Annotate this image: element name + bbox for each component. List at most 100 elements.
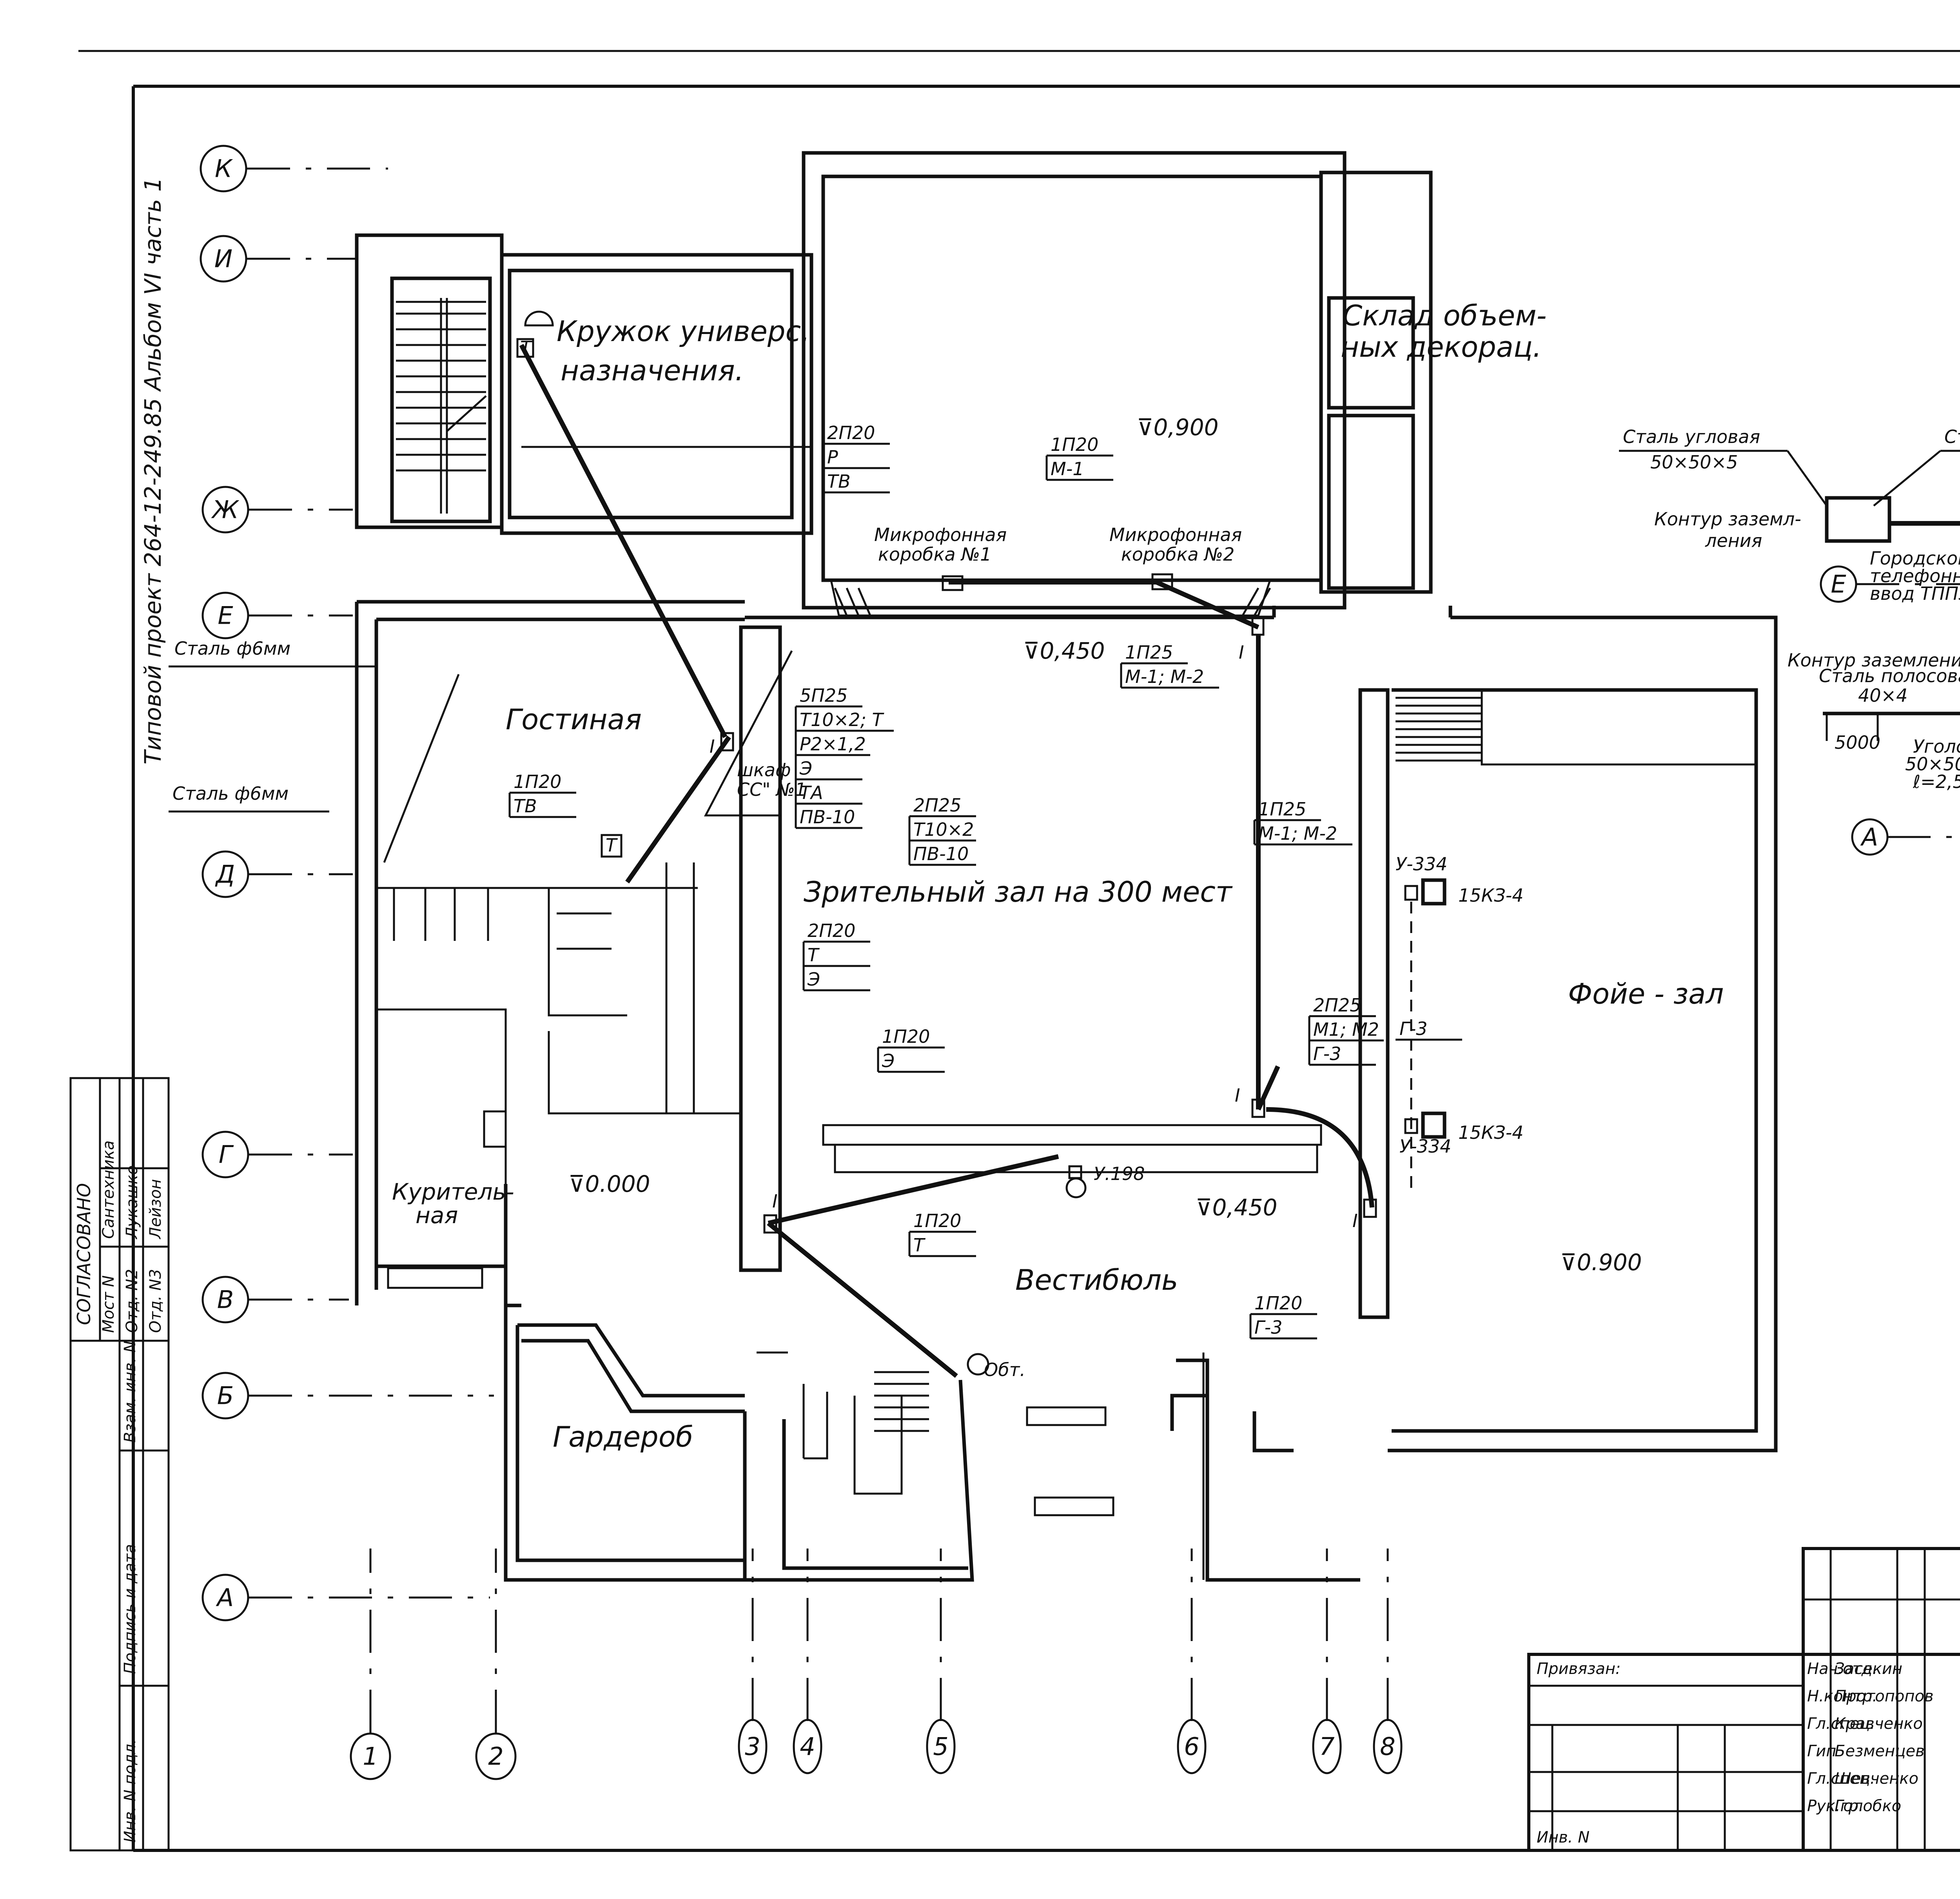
svg-text:Гл.спец.: Гл.спец. xyxy=(1807,1770,1875,1788)
axis-row-k: К xyxy=(200,145,388,192)
svg-text:I: I xyxy=(1235,1085,1240,1106)
level-lobby: ⊽0,450 xyxy=(1196,1194,1278,1221)
cable-label-c2: 1П20 xyxy=(1051,434,1098,455)
speaker-2-icon xyxy=(1421,1111,1446,1139)
axis-row-i: И xyxy=(200,235,357,283)
cable-label-c3: 1П25 xyxy=(1125,642,1173,663)
svg-text:Т: Т xyxy=(606,835,618,856)
svg-text:У-334: У-334 xyxy=(1399,1136,1451,1157)
svg-text:И: И xyxy=(214,245,232,273)
cable-label-c6: 1П20 xyxy=(514,771,561,792)
svg-text:Отд. N3: Отд. N3 xyxy=(147,1269,165,1333)
room-storage: Склад объем- xyxy=(1343,299,1547,332)
room-foyer: Фойе - зал xyxy=(1568,977,1724,1010)
svg-text:Уголок: Уголок xyxy=(1913,736,1960,757)
svg-text:А: А xyxy=(216,1583,234,1612)
room-cloakroom: Гардероб xyxy=(553,1420,693,1453)
svg-text:шкаф: шкаф xyxy=(737,759,791,781)
svg-text:Рук.гр.: Рук.гр. xyxy=(1807,1797,1864,1815)
room-storage-2: ных декорац. xyxy=(1341,330,1542,363)
grounding-electrode xyxy=(1825,496,1891,543)
axis-col-8: 8 xyxy=(1373,1549,1403,1774)
title-block: Привязан: Инв. N 264-12-249.85 СС Нач.от… xyxy=(1527,1547,1960,1852)
svg-text:Сталь полосовая: Сталь полосовая xyxy=(1944,426,1960,447)
cable-label-c1: ТВ xyxy=(827,471,851,492)
svg-text:Сталь ф6мм: Сталь ф6мм xyxy=(174,638,290,659)
svg-text:К: К xyxy=(215,154,233,183)
level-stage: ⊽0,900 xyxy=(1137,414,1219,441)
junction-box-icon xyxy=(1251,1098,1265,1118)
cable-label-c5: ПВ-10 xyxy=(913,843,969,864)
cable-label-c3: М-1; М-2 xyxy=(1125,666,1204,687)
room-smoking: Куритель- xyxy=(392,1178,514,1205)
svg-text:телефонный: телефонный xyxy=(1870,565,1960,586)
cable-label-c7: М-1; М-2 xyxy=(1258,823,1337,844)
cable-label-c10: 2П25 xyxy=(1313,995,1361,1016)
level-lounge: ⊽0.000 xyxy=(568,1171,650,1197)
svg-text:коробка №1: коробка №1 xyxy=(878,544,991,565)
cable-label-c8: Э xyxy=(807,969,820,990)
svg-text:Сталь ф6мм: Сталь ф6мм xyxy=(172,783,289,804)
axis-row-b: Б xyxy=(201,1372,494,1420)
room-labels: Кружок универс. назначения. Склад объем-… xyxy=(392,299,1724,1453)
svg-text:Микрофонная: Микрофонная xyxy=(874,524,1007,545)
svg-text:7: 7 xyxy=(1319,1732,1334,1761)
svg-text:I: I xyxy=(710,736,715,757)
phone-symbol: Т xyxy=(520,337,533,358)
svg-text:Ж: Ж xyxy=(211,496,240,524)
mic-box-2-icon xyxy=(1151,573,1173,590)
axis-extract-e: Е xyxy=(1820,565,1960,603)
cable-label-c12: Т xyxy=(913,1235,926,1256)
cable-label-c1: 2П20 xyxy=(827,422,875,443)
svg-text:Засекин: Засекин xyxy=(1835,1660,1902,1678)
room-smoking-2: ная xyxy=(416,1202,458,1229)
cable-label-c4: Т10×2; Т xyxy=(800,709,885,730)
svg-text:А: А xyxy=(1860,823,1878,851)
svg-text:Шевченко: Шевченко xyxy=(1835,1770,1918,1788)
junction-box-icon xyxy=(720,732,734,752)
svg-text:Нач.отд.: Нач.отд. xyxy=(1807,1660,1877,1678)
axis-extract-a: А xyxy=(1851,818,1960,856)
speaker-1-icon xyxy=(1421,878,1446,906)
svg-text:15КЗ-4: 15КЗ-4 xyxy=(1458,885,1524,906)
axis-row-zh: Ж xyxy=(201,486,353,534)
cable-label-c8: Т xyxy=(808,944,820,966)
cable-label-c9: Э xyxy=(882,1050,895,1071)
cable-routes xyxy=(383,344,1412,1378)
axis-col-3: 3 xyxy=(738,1549,768,1774)
svg-text:I: I xyxy=(1352,1210,1358,1231)
cable-label-c5: Т10×2 xyxy=(913,819,974,840)
svg-text:Д: Д xyxy=(215,860,235,889)
svg-text:50×50×5: 50×50×5 xyxy=(1905,753,1960,775)
room-lounge: Гостиная xyxy=(506,703,642,736)
junction-box-icon xyxy=(1251,616,1265,636)
svg-text:Н.контр.: Н.контр. xyxy=(1807,1687,1877,1705)
svg-text:коробка №2: коробка №2 xyxy=(1121,544,1234,565)
junction-box-icon xyxy=(1363,1198,1377,1218)
cable-label-c8: 2П20 xyxy=(808,920,855,941)
axis-col-5: 5 xyxy=(926,1549,956,1774)
speaker-2-box-icon xyxy=(1404,1118,1418,1134)
axis-row-e: Е xyxy=(201,592,353,639)
cable-label-c4: Э xyxy=(799,758,812,779)
svg-text:40×4: 40×4 xyxy=(1858,685,1907,706)
level-hall: ⊽0,450 xyxy=(1023,637,1105,664)
axis-column-markers: 1 2 3 4 5 6 7 8 xyxy=(350,1549,1403,1780)
mic-box-1-icon xyxy=(942,575,964,591)
approval-block: СОГЛАСОВАНО Мост N Отд. N2 Отд. N3 Санте… xyxy=(69,1077,170,1852)
svg-text:Обт.: Обт. xyxy=(984,1359,1025,1380)
svg-text:5: 5 xyxy=(933,1732,948,1761)
room-hall: Зрительный зал на 300 мест xyxy=(804,875,1233,908)
svg-text:Контур заземления: Контур заземления xyxy=(1788,650,1960,671)
device-symbols: Т Т xyxy=(516,310,1446,1376)
axis-row-d: Д xyxy=(201,850,353,898)
svg-text:Кравченко: Кравченко xyxy=(1835,1715,1923,1733)
svg-text:Б: Б xyxy=(217,1382,234,1410)
cable-label-c10: М1; М2 xyxy=(1313,1019,1379,1040)
svg-text:I: I xyxy=(772,1191,778,1212)
svg-text:6: 6 xyxy=(1184,1732,1199,1761)
svg-text:Голобко: Голобко xyxy=(1835,1797,1901,1815)
svg-text:Лукашко: Лукашко xyxy=(123,1165,141,1240)
